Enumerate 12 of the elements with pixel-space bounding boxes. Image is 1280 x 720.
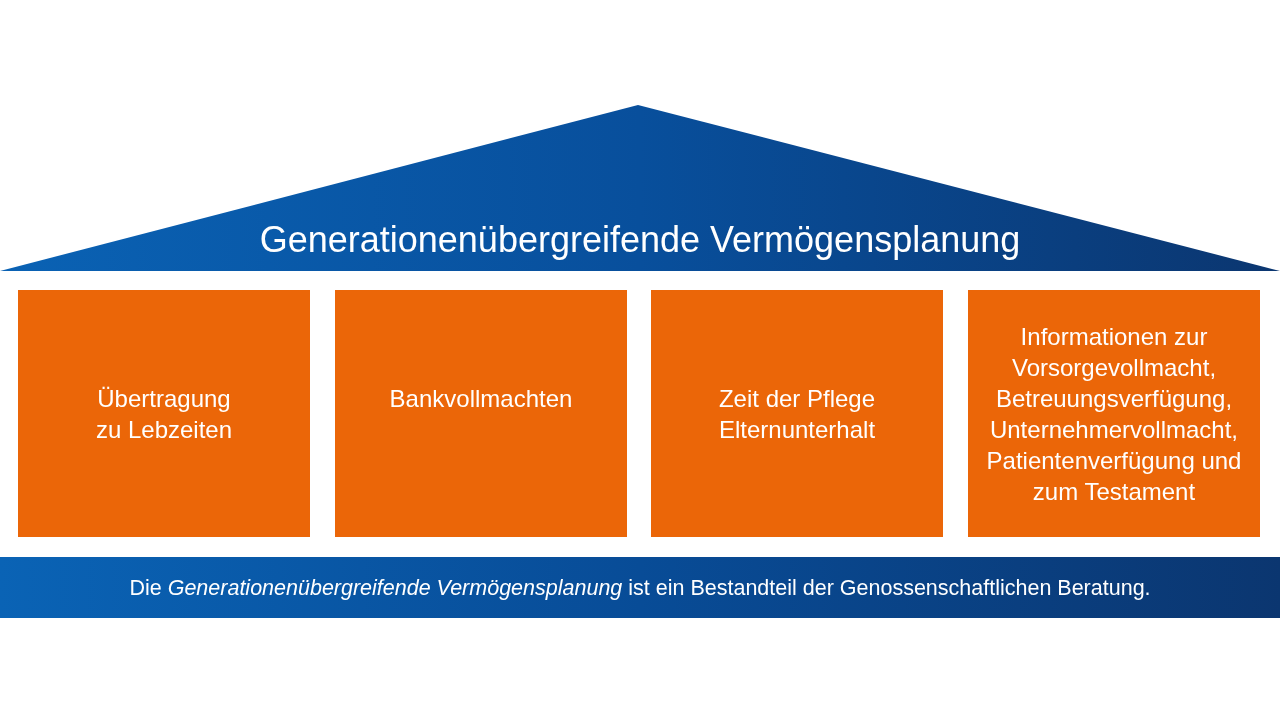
base-band [0, 557, 1280, 618]
pillar-label: Zeit der Pflege [718, 384, 876, 414]
pillar-label: Bankvollmachten [389, 384, 573, 414]
footer-text: Die Generationenübergreifende Vermögensplanung ist ein Bestandteil der Genossenschaftlichen Beratung. [129, 574, 1151, 602]
pillar-box [18, 290, 310, 537]
pillar-box [335, 290, 627, 537]
pillar-label: Informationen zur Vorsorgevollmacht, Betreuungsverfügung, Unternehmervollmacht, Patientenverfügung und zum Testament [985, 321, 1243, 507]
pillar-box [651, 290, 943, 537]
pillar-label: Übertragung zu Lebzeiten [94, 384, 234, 445]
pillar-box [968, 290, 1260, 537]
roof-title: Generationenübergreifende Vermögensplanung [259, 218, 1021, 261]
pillar-label: Elternunterhalt [718, 415, 876, 445]
